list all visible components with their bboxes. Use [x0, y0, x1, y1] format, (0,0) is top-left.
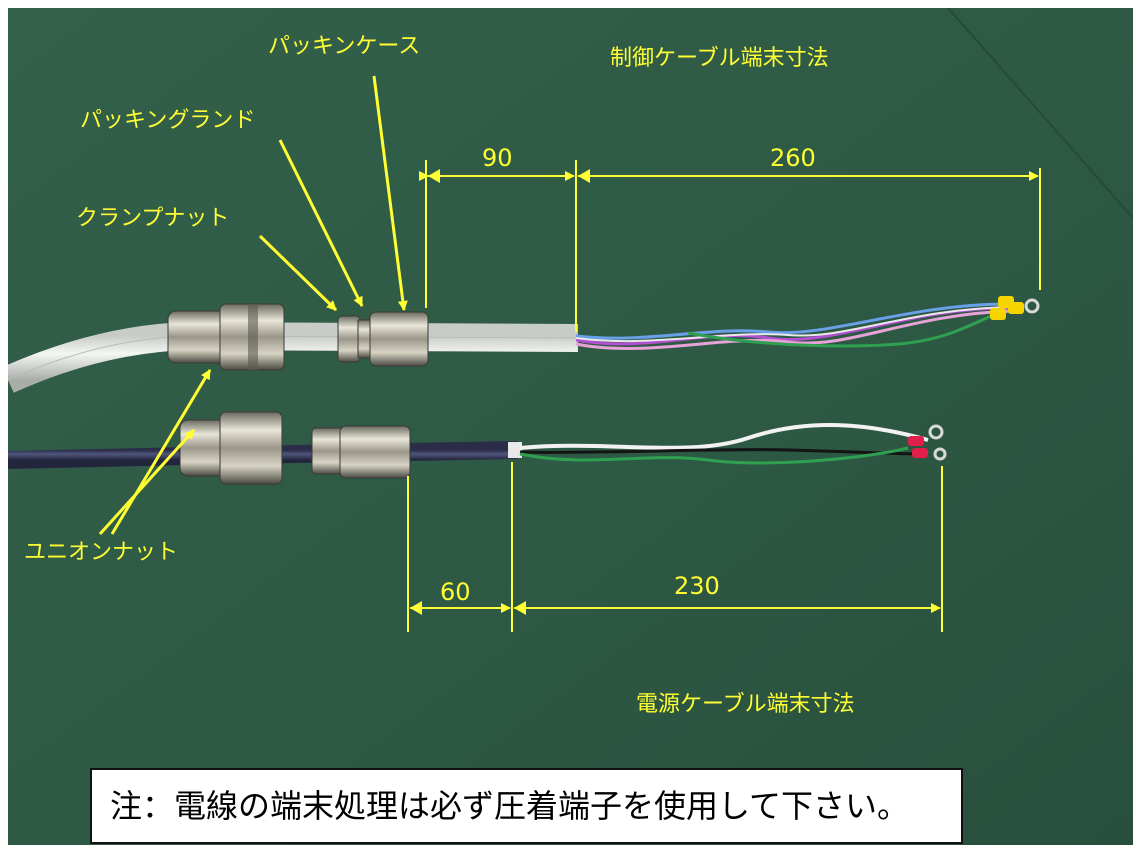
packing-gland-label: パッキングランド	[80, 108, 256, 133]
packing-gland-leader	[278, 139, 364, 307]
cable-terminal-photo	[8, 8, 1133, 845]
union-nut-label: ユニオンナット	[24, 540, 179, 565]
packing-case-label: パッキンケース	[268, 34, 421, 59]
note-box: 注：電線の端末処理は必ず圧着端子を使用して下さい。	[90, 768, 963, 844]
dim-label-260: 260	[770, 144, 816, 172]
dim-label-60: 60	[440, 578, 471, 606]
power-cable	[8, 411, 947, 485]
union-nut-leader-1	[110, 369, 212, 535]
control-union-nut	[167, 310, 229, 364]
union-nut-leader-2	[98, 428, 196, 536]
power-packing-case	[339, 425, 411, 479]
control-cable-title: 制御ケーブル端末寸法	[610, 46, 829, 71]
clamp-nut-leader	[258, 234, 338, 312]
leader-lines	[98, 75, 408, 536]
clamp-nut-label: クランプナット	[76, 206, 230, 231]
dimension-lines	[407, 160, 1041, 632]
dim-label-230: 230	[674, 572, 720, 600]
note-text: 注：電線の端末処理は必ず圧着端子を使用して下さい。	[110, 787, 910, 825]
control-clamp-nut	[337, 315, 361, 363]
control-cable	[8, 296, 1040, 393]
power-cable-title: 電源ケーブル端末寸法	[636, 692, 855, 717]
dim-label-90: 90	[482, 144, 513, 172]
control-packing-case	[369, 311, 429, 367]
packing-case-leader	[372, 75, 408, 311]
